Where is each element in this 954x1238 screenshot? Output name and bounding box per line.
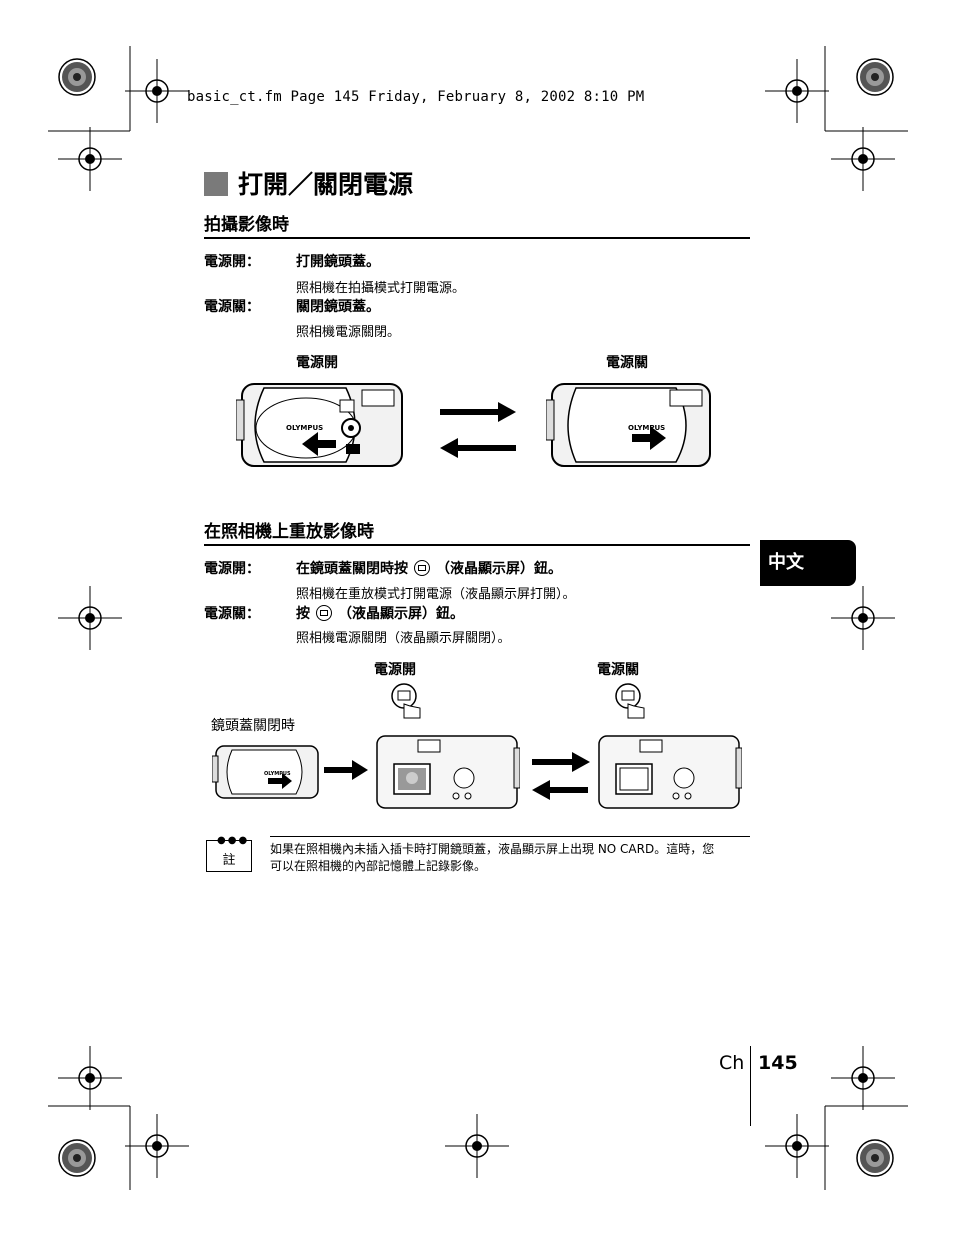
note-line-2: 可以在照相機的內部記憶體上記錄影像。 [270, 859, 487, 873]
section-marker [204, 172, 228, 196]
playback-on-result: 照相機在重放模式打開電源（液晶顯示屏打開）。 [296, 587, 576, 602]
playback-on-label: 電源開： [204, 561, 260, 577]
playback-off-action: 按 （液晶顯示屏）鈕。 [296, 603, 464, 623]
playback-off-action-a: 按 [296, 606, 310, 622]
photo-subtitle: 拍攝影像時 [204, 215, 289, 235]
playback-on-action-b: （液晶顯示屏）鈕。 [436, 561, 562, 577]
playback-off-result: 照相機電源關閉（液晶顯示屏關閉）。 [296, 631, 511, 646]
chapter-label: Ch [719, 1052, 745, 1074]
playback-off-label: 電源關： [204, 606, 260, 622]
note-line-1: 如果在照相機內未插入插卡時打開鏡頭蓋，液晶顯示屏上出現 NO CARD。這時，您 [270, 842, 715, 856]
camera-cover-closed-illustration: OLYMPUS [546, 383, 711, 467]
photo-rule [204, 237, 750, 239]
brand-text: OLYMPUS [264, 771, 291, 777]
section-title: 打開／關閉電源 [204, 165, 413, 201]
photo-off-action: 關閉鏡頭蓋。 [296, 299, 380, 315]
playback-on-action: 在鏡頭蓋關閉時按 （液晶顯示屏）鈕。 [296, 558, 562, 578]
camera-closed-small-illustration: OLYMPUS [212, 745, 319, 799]
footer-divider [750, 1046, 751, 1126]
playback-on-action-a: 在鏡頭蓋關閉時按 [296, 561, 408, 577]
closed-cover-caption: 鏡頭蓋關閉時 [211, 718, 295, 734]
file-header: basic_ct.fm Page 145 Friday, February 8,… [187, 89, 645, 105]
photo-on-result: 照相機在拍攝模式打開電源。 [296, 281, 466, 296]
photo-caption-off: 電源關 [606, 355, 648, 371]
playback-caption-off: 電源關 [597, 662, 639, 678]
camera-back-lcd-on-illustration [376, 735, 520, 809]
photo-on-action: 打開鏡頭蓋。 [296, 254, 380, 270]
camera-cover-open-illustration: OLYMPUS [236, 383, 403, 467]
note-icon-label: 註 [222, 853, 236, 868]
playback-subtitle: 在照相機上重放影像時 [204, 522, 374, 542]
press-button-icon [615, 683, 645, 719]
monitor-button-icon [316, 605, 332, 621]
playback-caption-on: 電源開 [374, 662, 416, 678]
photo-off-label: 電源關： [204, 299, 260, 315]
page-number: 145 [758, 1052, 798, 1074]
playback-off-action-b: （液晶顯示屏）鈕。 [338, 606, 464, 622]
brand-text: OLYMPUS [286, 424, 323, 432]
brand-text: OLYMPUS [628, 424, 665, 432]
monitor-button-icon [414, 560, 430, 576]
playback-rule [204, 544, 750, 546]
photo-on-label: 電源開： [204, 254, 260, 270]
camera-back-lcd-off-illustration [598, 735, 742, 809]
toggle-arrows-top [440, 402, 516, 458]
note-rule [270, 836, 750, 837]
note-icon: ●●● 註 [206, 835, 252, 872]
press-button-icon [391, 683, 421, 719]
toggle-arrows-bottom [532, 752, 590, 800]
note-icon-rings: ●●● [217, 835, 250, 846]
section-title-text: 打開／關閉電源 [238, 170, 414, 199]
photo-off-result: 照相機電源關閉。 [296, 325, 401, 340]
photo-caption-on: 電源開 [296, 355, 338, 371]
language-tab: 中文 [760, 540, 856, 586]
arrow-right [324, 760, 368, 780]
